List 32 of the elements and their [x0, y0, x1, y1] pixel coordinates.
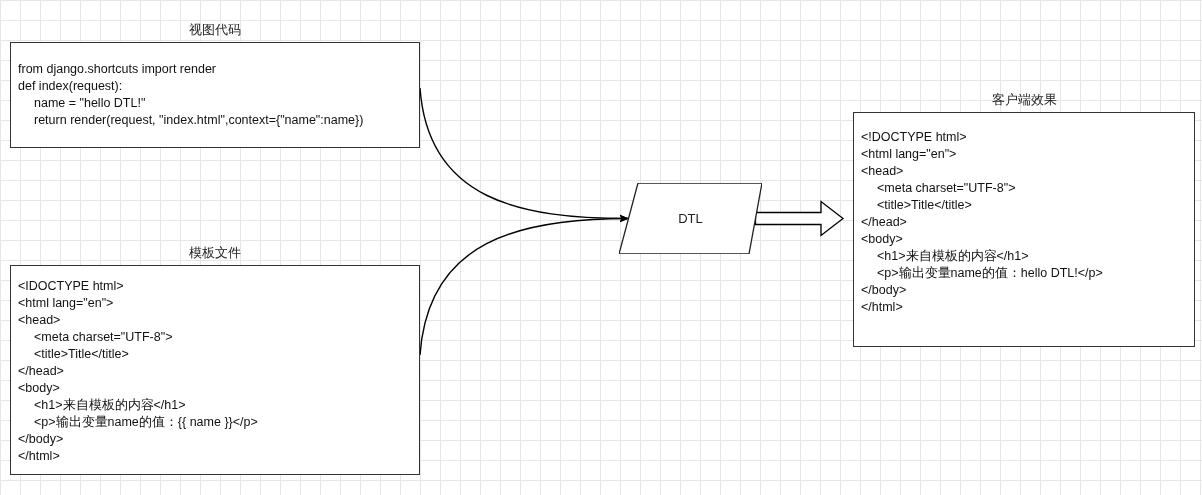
code-line: <!DOCTYPE html>	[861, 129, 967, 146]
box-heading: 客户端效果	[991, 91, 1057, 110]
parallelogram-node	[619, 183, 762, 254]
code-line: <h1>来自模板的内容</h1>	[877, 248, 1029, 265]
code-line: <html lang="en">	[861, 146, 957, 163]
code-line: </head>	[18, 363, 64, 380]
code-line: def index(request):	[18, 78, 123, 95]
code-line: </body>	[861, 282, 907, 299]
block-arrow	[754, 200, 845, 237]
code-line: name = "hello DTL!"	[34, 95, 146, 112]
code-line: <head>	[861, 163, 904, 180]
code-line: from django.shortcuts import render	[18, 61, 216, 78]
code-line: <html lang="en">	[18, 295, 114, 312]
code-line: <meta charset="UTF-8">	[34, 329, 173, 346]
node-label: DTL	[678, 209, 703, 228]
code-line: </html>	[861, 299, 903, 316]
code-line: <meta charset="UTF-8">	[877, 180, 1016, 197]
code-line: <body>	[861, 231, 903, 248]
code-line: <title>Title</title>	[34, 346, 129, 363]
box-heading: 模板文件	[189, 244, 241, 263]
code-line: <title>Title</title>	[877, 197, 972, 214]
box-heading: 视图代码	[189, 21, 241, 40]
code-line: </body>	[18, 431, 64, 448]
code-line: return render(request, "index.html",context={"name":name})	[34, 112, 364, 129]
code-line: <body>	[18, 380, 60, 397]
code-line: <h1>来自模板的内容</h1>	[34, 397, 186, 414]
code-line: </head>	[861, 214, 907, 231]
code-line: </html>	[18, 448, 60, 465]
code-line: <head>	[18, 312, 61, 329]
code-line: <p>输出变量name的值：hello DTL!</p>	[877, 265, 1103, 282]
code-line: <p>输出变量name的值：{{ name }}</p>	[34, 414, 258, 431]
code-line: <IDOCTYPE html>	[18, 278, 124, 295]
